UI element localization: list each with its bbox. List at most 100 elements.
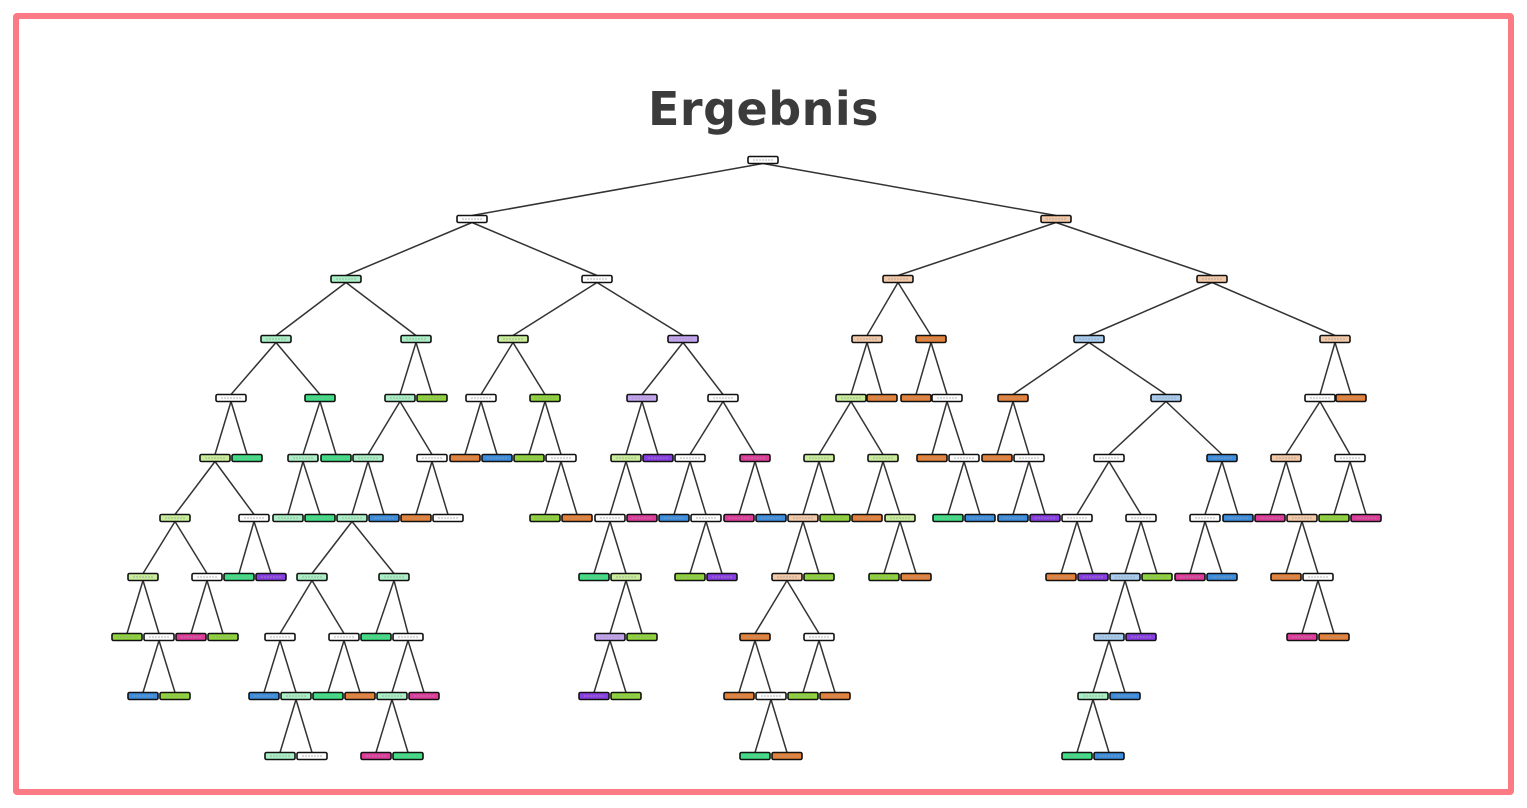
tree-node (1125, 513, 1157, 523)
tree-node (1222, 513, 1254, 523)
tree-edge (279, 699, 297, 753)
tree-node (997, 513, 1029, 523)
tree-node (561, 513, 593, 523)
tree-edge (1211, 281, 1336, 337)
tree-edge (1301, 521, 1319, 574)
tree-edge (142, 580, 160, 634)
tree-edge (393, 580, 409, 634)
tree-node (1040, 214, 1072, 224)
tree-edge (560, 461, 578, 515)
tree-node (787, 691, 819, 701)
tree-edge (399, 342, 417, 395)
tree-edge (1140, 521, 1158, 574)
tree-node (1302, 572, 1334, 582)
tree-node (344, 691, 376, 701)
tree-node (1077, 691, 1109, 701)
tree-edge (609, 521, 627, 574)
tree-node (238, 513, 270, 523)
tree-edge (1317, 580, 1335, 634)
tree-edge (275, 342, 321, 395)
tree-node (497, 334, 529, 344)
tree-node (287, 453, 319, 463)
tree-node (594, 513, 626, 523)
tree-edge (1108, 580, 1126, 634)
tree-node (819, 691, 851, 701)
tree-node (392, 751, 424, 761)
tree-node (1196, 274, 1228, 284)
tree-node (1286, 513, 1318, 523)
tree-node (931, 393, 963, 403)
tree-edge (415, 461, 433, 515)
tree-node (368, 513, 400, 523)
tree-edge (1108, 461, 1142, 515)
tree-edge (625, 461, 643, 515)
tree-node (1045, 572, 1077, 582)
tree-edge (351, 521, 395, 574)
tree-edge (641, 342, 684, 395)
tree-node (264, 751, 296, 761)
tree-node (1334, 453, 1366, 463)
tree-node (1350, 513, 1382, 523)
tree-node (1061, 751, 1093, 761)
tree-edge (770, 699, 788, 753)
tree-node (456, 214, 488, 224)
tree-node (674, 572, 706, 582)
tree-node (1286, 632, 1318, 642)
tree-edge (641, 401, 659, 455)
tree-edge (214, 461, 255, 515)
tree-edge (367, 461, 385, 515)
tree-edge (705, 521, 723, 574)
tree-edge (850, 342, 868, 395)
tree-node (127, 572, 159, 582)
tree-node (513, 453, 545, 463)
tree-node (304, 393, 336, 403)
tree-edge (230, 342, 277, 395)
tree-node (416, 453, 448, 463)
tree-node (667, 334, 699, 344)
tree-edge (802, 640, 820, 693)
tree-edge (142, 521, 176, 574)
tree-node (851, 334, 883, 344)
tree-edge (302, 401, 321, 455)
tree-node (1206, 572, 1238, 582)
tree-edge (279, 580, 313, 634)
tree-edge (738, 640, 756, 693)
tree-node (1125, 632, 1157, 642)
tree-node (296, 572, 328, 582)
tree-edge (899, 521, 917, 574)
tree-node (1206, 453, 1238, 463)
tree-node (1109, 691, 1141, 701)
tree-edge (1334, 342, 1352, 395)
tree-node (1077, 572, 1109, 582)
tree-node (1318, 632, 1350, 642)
tree-edge (689, 521, 707, 574)
tree-edge (609, 640, 627, 693)
tree-edge (1301, 580, 1319, 634)
tree-node (159, 513, 191, 523)
tree-node (1141, 572, 1173, 582)
tree-edge (343, 640, 361, 693)
tree-edge (882, 461, 901, 515)
tree-edge (1165, 400, 1223, 456)
tree-edge (367, 401, 401, 455)
tree-node (771, 572, 803, 582)
tree-node (578, 572, 610, 582)
tree-node (378, 572, 410, 582)
tree-edge (1108, 640, 1126, 693)
tree-edge (609, 580, 627, 634)
tree-edge (206, 580, 224, 634)
tree-node (328, 632, 360, 642)
tree-node (932, 513, 964, 523)
tree-edge (609, 461, 627, 515)
tree-node (581, 274, 613, 284)
tree-node (330, 274, 362, 284)
tree-edge (142, 640, 160, 693)
tree-node (706, 572, 738, 582)
tree-nodes (111, 155, 1382, 761)
tree-edge (930, 342, 948, 395)
tree-edge (689, 401, 724, 455)
tree-node (868, 572, 900, 582)
tree-edge (1012, 341, 1090, 396)
tree-node (690, 513, 722, 523)
